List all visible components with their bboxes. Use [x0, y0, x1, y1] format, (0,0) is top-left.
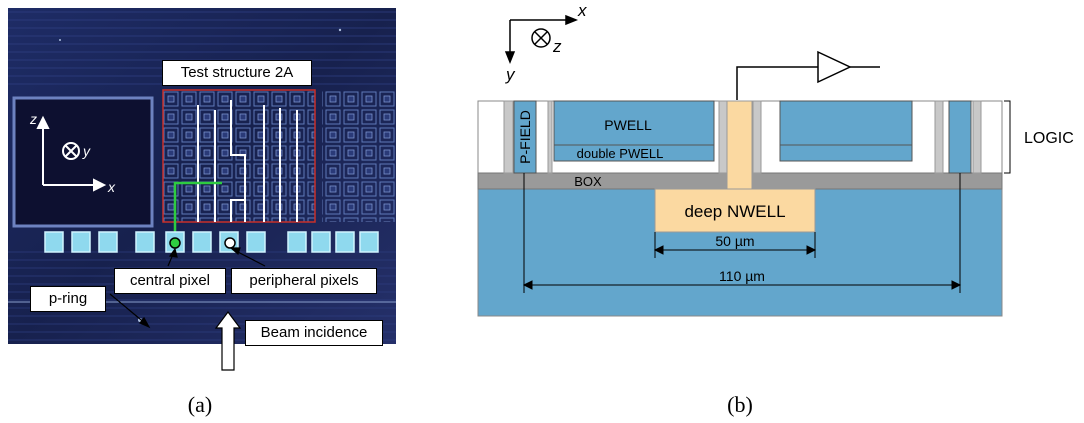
label-deep-nwell: deep NWELL — [684, 202, 785, 221]
cross-section-diagram: x z y — [477, 1, 1074, 317]
test-structure-outline — [162, 89, 316, 223]
left-pixel-square — [12, 96, 154, 228]
label-p-ring: p-ring — [30, 286, 106, 312]
logic-bracket — [1004, 100, 1011, 174]
label-peripheral-pixels: peripheral pixels — [231, 268, 377, 294]
double-pwell-right — [779, 144, 913, 162]
collection-electrode — [726, 100, 753, 191]
label-box: BOX — [574, 174, 602, 189]
label-central-pixel: central pixel — [114, 268, 226, 294]
beam-arrow — [214, 311, 242, 371]
axis-y-label: y — [82, 143, 91, 159]
double-pwell-left — [553, 144, 715, 162]
panel-b: x z y — [440, 0, 1084, 423]
axis-z-label: z — [29, 111, 37, 127]
label-beam-incidence: Beam incidence — [245, 320, 383, 346]
axis-x-label: x — [107, 179, 116, 195]
axis-x-label-b: x — [577, 1, 587, 20]
caption-b: (b) — [727, 392, 753, 417]
dim-50um — [653, 232, 817, 258]
p-field-right — [948, 100, 972, 174]
label-50um: 50 µm — [715, 233, 754, 249]
axis-triad-b — [504, 14, 579, 65]
panel-a: z y x Test structure 2A central pixel pe… — [0, 0, 420, 423]
routing-lines — [197, 100, 298, 222]
peripheral-pixel-marker — [224, 237, 236, 249]
axis-y-label-b: y — [505, 65, 516, 84]
central-pixel-trace — [173, 181, 222, 238]
axis-triad-a — [36, 115, 107, 192]
label-pwell: PWELL — [604, 117, 652, 133]
label-logic: LOGIC — [1024, 130, 1074, 147]
readout-amplifier — [736, 50, 880, 100]
p-field — [513, 100, 537, 174]
label-p-field: P-FIELD — [517, 110, 533, 164]
dim-110um — [522, 173, 962, 293]
label-test-structure: Test structure 2A — [162, 60, 312, 86]
caption-a: (a) — [187, 392, 213, 417]
deep-nwell — [654, 188, 816, 233]
label-110um: 110 µm — [719, 268, 765, 284]
axis-z-label-b: z — [552, 37, 562, 56]
central-pixel-marker — [169, 237, 181, 249]
label-double-pwell: double PWELL — [577, 146, 664, 161]
